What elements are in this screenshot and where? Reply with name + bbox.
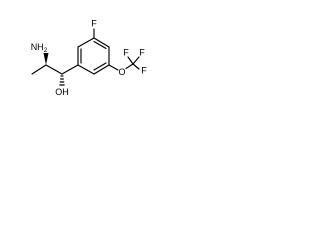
benzene-ring: [77, 37, 110, 75]
methyl-bond: [31, 64, 47, 75]
amine-subscript: 2: [44, 47, 48, 54]
cf3-fluoro-label: F: [123, 48, 129, 58]
molecule-canvas: F O F F F OH NH2: [0, 0, 152, 152]
hydroxyl-label: OH: [55, 87, 69, 97]
o-cf3-bond: [125, 63, 134, 70]
c-f-bond-1: [127, 56, 134, 65]
ring-to-carbinol-bond: [61, 64, 79, 75]
ring-double-bond: [93, 62, 107, 71]
carbinol-to-amine-carbon-bond: [45, 64, 63, 75]
amine-label: NH2: [31, 42, 48, 54]
cf3-fluoro-label: F: [141, 66, 147, 76]
fluoro-label: F: [91, 19, 97, 29]
c-o-bond: [108, 64, 119, 71]
hashed-wedge-bond: [59, 75, 65, 86]
ring-bond: [77, 64, 95, 75]
c-f-bond-2: [132, 56, 140, 65]
ring-bond: [93, 37, 110, 48]
solid-wedge-bond: [43, 53, 49, 65]
ether-oxygen-label: O: [118, 67, 125, 77]
structure-diagram: F O F F F OH NH2: [31, 19, 148, 98]
amine-nh-text: NH: [31, 42, 44, 52]
ring-bond: [77, 37, 95, 48]
cf3-fluoro-label: F: [139, 48, 145, 58]
ring-double-bond: [93, 40, 107, 50]
c-f-bond-3: [132, 63, 140, 70]
ring-bond: [93, 64, 110, 75]
